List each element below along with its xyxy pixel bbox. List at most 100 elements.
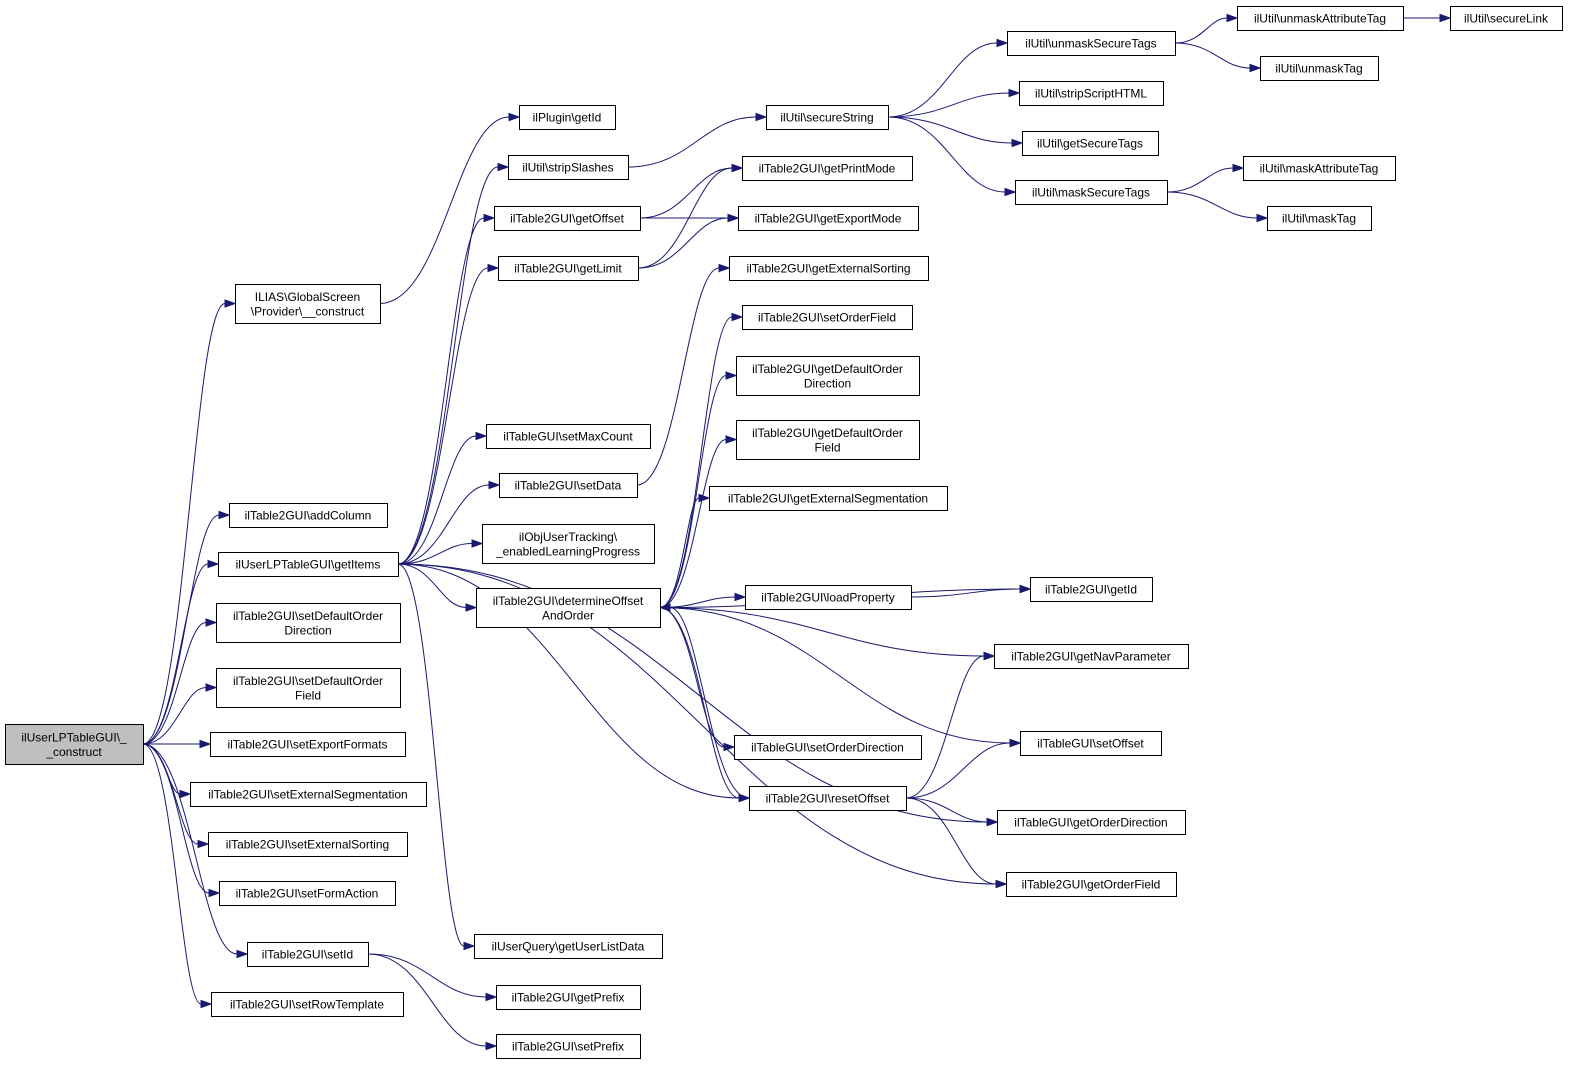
edge-arrowhead [983,651,996,661]
node-strip-script-html[interactable]: ilUtil\stripScriptHTML [1019,81,1164,106]
node-label: ilTable2GUI\getOffset [510,212,625,226]
node-get-ext-sort[interactable]: ilTable2GUI\getExternalSorting [729,256,929,281]
edge-unmask-attr-tag-to-secure-link [1403,13,1452,23]
node-get-ext-seg[interactable]: ilTable2GUI\getExternalSegmentation [709,486,948,511]
node-set-row-template[interactable]: ilTable2GUI\setRowTemplate [211,992,404,1017]
node-set-data[interactable]: ilTable2GUI\setData [499,473,638,498]
node-get-prefix[interactable]: ilTable2GUI\getPrefix [496,985,641,1010]
node-set-id[interactable]: ilTable2GUI\setId [247,942,369,967]
node-box [742,305,913,330]
edge-determine-to-get-nav-parameter [659,607,996,661]
edge-line [397,563,465,947]
node-get-order-direction[interactable]: ilTableGUI\getOrderDirection [997,810,1186,835]
node-set-prefix[interactable]: ilTable2GUI\setPrefix [496,1034,641,1059]
edge-line [397,267,489,565]
node-label: Field [295,688,321,702]
node-box [229,503,388,528]
node-set-order-direction[interactable]: ilTableGUI\setOrderDirection [734,735,922,760]
node-get-export-mode[interactable]: ilTable2GUI\getExportMode [738,206,919,231]
edge-determine-to-get-ext-seg [659,493,711,608]
node-box [211,992,404,1017]
node-get-user-list-data[interactable]: ilUserQuery\getUserListData [474,934,663,959]
node-box [745,585,912,610]
edge-arrowhead [1004,187,1017,197]
edge-line [905,797,988,823]
node-t2-get-id[interactable]: ilTable2GUI\getId [1030,577,1153,602]
node-box [1237,6,1404,31]
node-get-order-field[interactable]: ilTable2GUI\getOrderField [1006,872,1177,897]
edge-line [397,563,740,799]
edge-arrowhead [1439,13,1452,23]
node-root[interactable]: ilUserLPTableGUI\__construct [5,724,144,765]
node-set-offset[interactable]: ilTableGUI\setOffset [1020,731,1162,756]
node-box [218,552,399,577]
nodes-layer: ilUserLPTableGUI\__construct ILIAS\Global… [5,6,1563,1059]
edge-line [142,563,209,745]
edge-arrowhead [483,213,496,223]
edge-arrowhead [497,162,510,172]
node-plugin-get-id[interactable]: ilPlugin\getId [519,105,616,130]
node-box [1015,180,1168,205]
edge-root-to-set-def-ord-dir [142,618,218,745]
node-set-form-action[interactable]: ilTable2GUI\setFormAction [219,881,396,906]
node-set-ext-seg[interactable]: ilTable2GUI\setExternalSegmentation [190,782,427,807]
edge-arrowhead [725,371,738,380]
node-strip-slashes[interactable]: ilUtil\stripSlashes [508,155,629,180]
node-get-nav-parameter[interactable]: ilTable2GUI\getNavParameter [994,644,1189,669]
node-mask-attr-tag[interactable]: ilUtil\maskAttributeTag [1243,156,1396,181]
node-box [734,735,922,760]
edge-line [669,607,750,799]
node-label: ilUtil\getSecureTags [1037,137,1143,151]
edge-arrowhead [200,999,213,1009]
node-get-print-mode[interactable]: ilTable2GUI\getPrintMode [742,156,913,181]
edges-layer [142,13,1452,1051]
node-set-order-field[interactable]: ilTable2GUI\setOrderField [742,305,913,330]
edge-arrowhead [995,879,1008,889]
node-add-column[interactable]: ilTable2GUI\addColumn [229,503,388,528]
node-box [1267,206,1372,231]
node-unmask-secure-tags[interactable]: ilUtil\unmaskSecureTags [1007,31,1176,56]
edge-line [637,217,729,269]
edge-strip-slashes-to-secure-string [627,112,768,168]
edge-line [142,743,238,955]
node-unmask-attr-tag[interactable]: ilUtil\unmaskAttributeTag [1237,6,1404,31]
edge-arrowhead [1008,88,1021,98]
node-set-max-count[interactable]: ilTableGUI\setMaxCount [486,424,651,449]
node-box [219,881,396,906]
node-unmask-tag[interactable]: ilUtil\unmaskTag [1260,56,1379,81]
edge-secure-string-to-mask-secure-tags [887,116,1017,197]
node-mask-secure-tags[interactable]: ilUtil\maskSecureTags [1015,180,1168,205]
node-set-ext-sort[interactable]: ilTable2GUI\setExternalSorting [208,832,408,857]
node-box [709,486,948,511]
node-label: ilTable2GUI\getDefaultOrder [752,362,903,376]
node-label: ilTable2GUI\getPrintMode [759,162,896,176]
node-provider[interactable]: ILIAS\GlobalScreen\Provider\__construct [235,284,381,324]
edge-arrowhead [224,299,237,308]
node-box [1030,577,1153,602]
node-enabled-lp[interactable]: ilObjUserTracking\_enabledLearningProgre… [482,524,655,564]
node-load-property[interactable]: ilTable2GUI\loadProperty [745,585,912,610]
node-box [482,524,655,564]
node-secure-link[interactable]: ilUtil\secureLink [1450,6,1563,31]
edge-reset-offset-to-get-order-direction [905,797,999,827]
node-get-secure-tags[interactable]: ilUtil\getSecureTags [1022,131,1159,156]
node-mask-tag[interactable]: ilUtil\maskTag [1267,206,1372,231]
node-get-items[interactable]: ilUserLPTableGUI\getItems [218,552,399,577]
node-reset-offset[interactable]: ilTable2GUI\resetOffset [749,786,907,811]
edge-arrowhead [207,559,220,569]
node-box [1019,81,1164,106]
node-box [216,603,401,643]
node-get-limit[interactable]: ilTable2GUI\getLimit [498,256,639,281]
edge-get-limit-to-get-export-mode [637,213,740,269]
node-set-export-formats[interactable]: ilTable2GUI\setExportFormats [210,732,406,757]
node-label: ilUtil\secureString [780,111,873,125]
node-secure-string[interactable]: ilUtil\secureString [766,105,889,130]
edge-arrowhead [723,742,736,752]
node-get-offset[interactable]: ilTable2GUI\getOffset [494,206,641,231]
